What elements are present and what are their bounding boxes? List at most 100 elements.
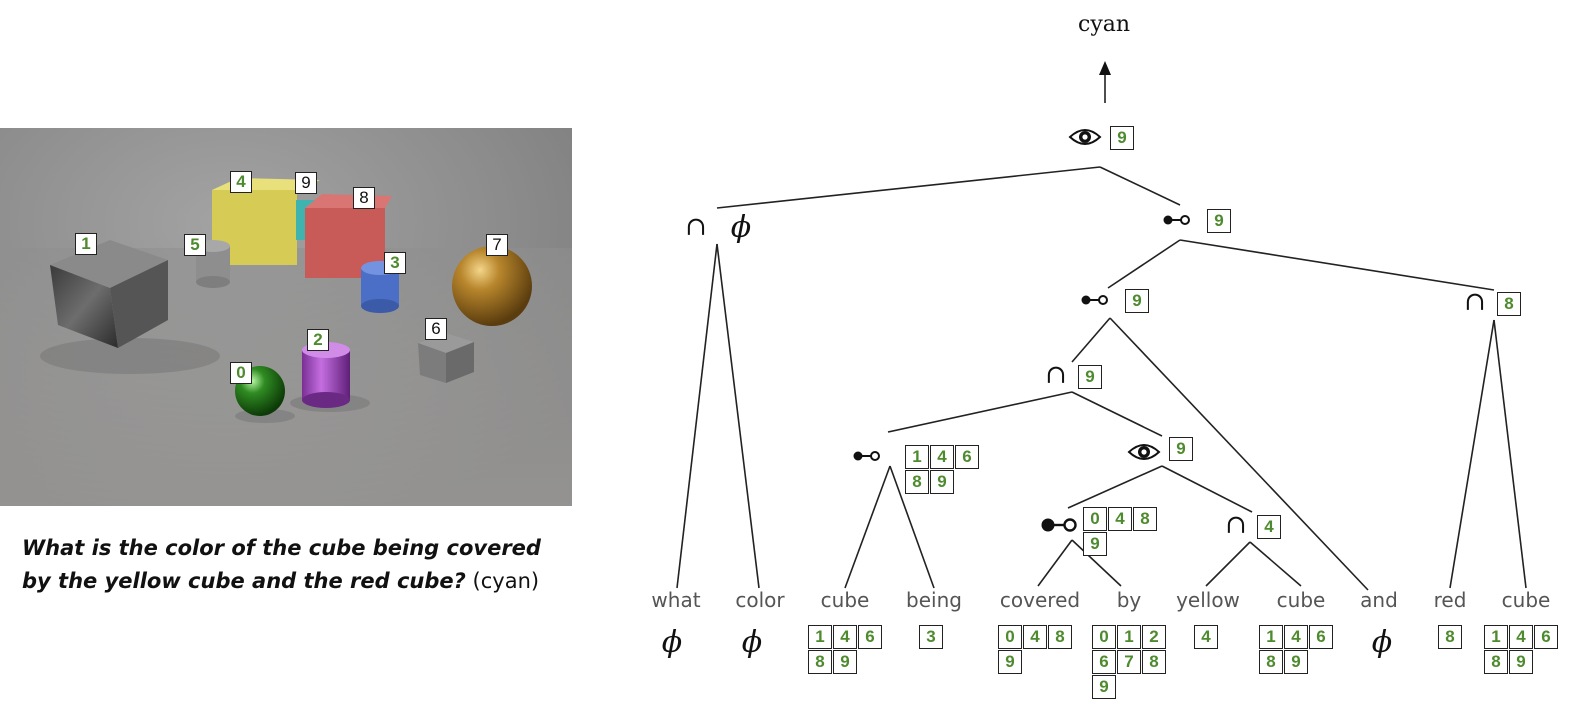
set-cell: 4 [1108, 507, 1132, 531]
set-cell: 9 [1110, 126, 1134, 150]
eye-icon [1068, 129, 1102, 145]
set-cell: 3 [919, 625, 943, 649]
node-set-intersect-right: 8 [1497, 292, 1570, 316]
object-label-7: 7 [486, 234, 508, 256]
set-cell: 4 [1194, 625, 1218, 649]
set-cell: 9 [1083, 532, 1107, 556]
node-set-relate-left: 1 4 6 8 9 [905, 445, 979, 494]
object-label-2: 2 [307, 329, 329, 351]
node-set-relate-mid: 9 [1125, 289, 1199, 313]
eye-icon [1127, 444, 1161, 460]
word-yellow: yellow [1176, 588, 1240, 612]
set-cell: 8 [1048, 625, 1072, 649]
question-line-2: by the yellow cube and the red cube? [22, 569, 466, 593]
set-cell: 4 [1023, 625, 1047, 649]
word-color: color [735, 588, 785, 612]
set-cell: 0 [998, 625, 1022, 649]
set-cell: 8 [1438, 625, 1462, 649]
phi-symbol-what: ϕ [661, 625, 683, 660]
set-cell: 6 [858, 625, 882, 649]
word-set-cube-1: 1 4 6 8 9 [808, 625, 882, 674]
object-label-5: 5 [184, 234, 206, 256]
word-set-yellow: 4 [1194, 625, 1268, 649]
object-label-3: 3 [384, 252, 406, 274]
set-cell: 8 [1142, 650, 1166, 674]
word-being: being [906, 588, 962, 612]
word-set-cube-3: 1 4 6 8 9 [1484, 625, 1558, 674]
word-cube: cube [1276, 588, 1326, 612]
node-set-root: 9 [1110, 126, 1184, 150]
set-cell: 1 [1117, 625, 1141, 649]
object-label-8: 8 [353, 187, 375, 209]
tree-answer: cyan [1078, 12, 1131, 37]
set-cell: 6 [1534, 625, 1558, 649]
set-cell: 2 [1142, 625, 1166, 649]
relate-icon [1041, 518, 1077, 532]
word-set-covered: 0 4 8 9 [998, 625, 1072, 674]
set-cell: 0 [1092, 625, 1116, 649]
question-answer: (cyan) [472, 569, 540, 593]
set-cell: 9 [1125, 289, 1149, 313]
set-cell: 9 [1078, 365, 1102, 389]
object-label-9: 9 [295, 172, 317, 194]
set-cell: 4 [1257, 515, 1281, 539]
word-by: by [1116, 588, 1142, 612]
word-cube: cube [1501, 588, 1551, 612]
object-label-1: 1 [75, 233, 97, 255]
set-cell: 9 [930, 470, 954, 494]
set-cell: 0 [1083, 507, 1107, 531]
scene-image [0, 128, 572, 506]
phi-symbol-left-node: ϕ [730, 210, 752, 245]
word-covered: covered [999, 588, 1081, 612]
set-cell: 1 [808, 625, 832, 649]
intersect-symbol-left: ∩ [685, 212, 707, 242]
set-cell: 6 [1309, 625, 1333, 649]
node-set-relate-top: 9 [1207, 209, 1281, 233]
word-set-being: 3 [919, 625, 993, 649]
word-and: and [1360, 588, 1398, 612]
set-cell: 1 [905, 445, 929, 469]
set-cell: 1 [1484, 625, 1508, 649]
set-cell: 9 [1169, 437, 1193, 461]
node-set-intersect-yellow: 4 [1257, 515, 1331, 539]
word-set-red: 8 [1438, 625, 1512, 649]
set-cell: 9 [1284, 650, 1308, 674]
node-set-intersect-mid: 9 [1078, 365, 1152, 389]
set-cell: 8 [1259, 650, 1283, 674]
phi-symbol-and: ϕ [1371, 625, 1393, 660]
set-cell: 8 [1133, 507, 1157, 531]
word-set-by: 0 1 2 6 7 8 9 [1092, 625, 1166, 699]
object-label-6: 6 [425, 318, 447, 340]
set-cell: 4 [833, 625, 857, 649]
question-line-1: What is the color of the cube being cove… [22, 536, 541, 560]
word-what: what [651, 588, 701, 612]
set-cell: 4 [1509, 625, 1533, 649]
word-set-cube-2: 1 4 6 8 9 [1259, 625, 1333, 674]
word-cube: cube [820, 588, 870, 612]
set-cell: 8 [808, 650, 832, 674]
node-set-relate-covered: 0 4 8 9 [1083, 507, 1157, 556]
phi-symbol-color: ϕ [741, 625, 763, 660]
intersect-symbol-mid: ∩ [1045, 360, 1067, 390]
intersect-symbol-right: ∩ [1464, 287, 1486, 317]
set-cell: 9 [1509, 650, 1533, 674]
set-cell: 7 [1117, 650, 1141, 674]
node-set-look-mid: 9 [1169, 437, 1243, 461]
set-cell: 4 [930, 445, 954, 469]
intersect-symbol-yellow: ∩ [1225, 510, 1247, 540]
set-cell: 8 [1484, 650, 1508, 674]
set-cell: 9 [1092, 675, 1116, 699]
set-cell: 8 [1497, 292, 1521, 316]
relate-icon [1163, 215, 1190, 225]
set-cell: 4 [1284, 625, 1308, 649]
set-cell: 6 [955, 445, 979, 469]
relate-icon [853, 451, 880, 461]
set-cell: 9 [1207, 209, 1231, 233]
object-label-4: 4 [230, 171, 252, 193]
question-caption: What is the color of the cube being cove… [22, 532, 582, 598]
word-red: red [1433, 588, 1467, 612]
set-cell: 6 [1092, 650, 1116, 674]
set-cell: 9 [998, 650, 1022, 674]
object-label-0: 0 [230, 362, 252, 384]
